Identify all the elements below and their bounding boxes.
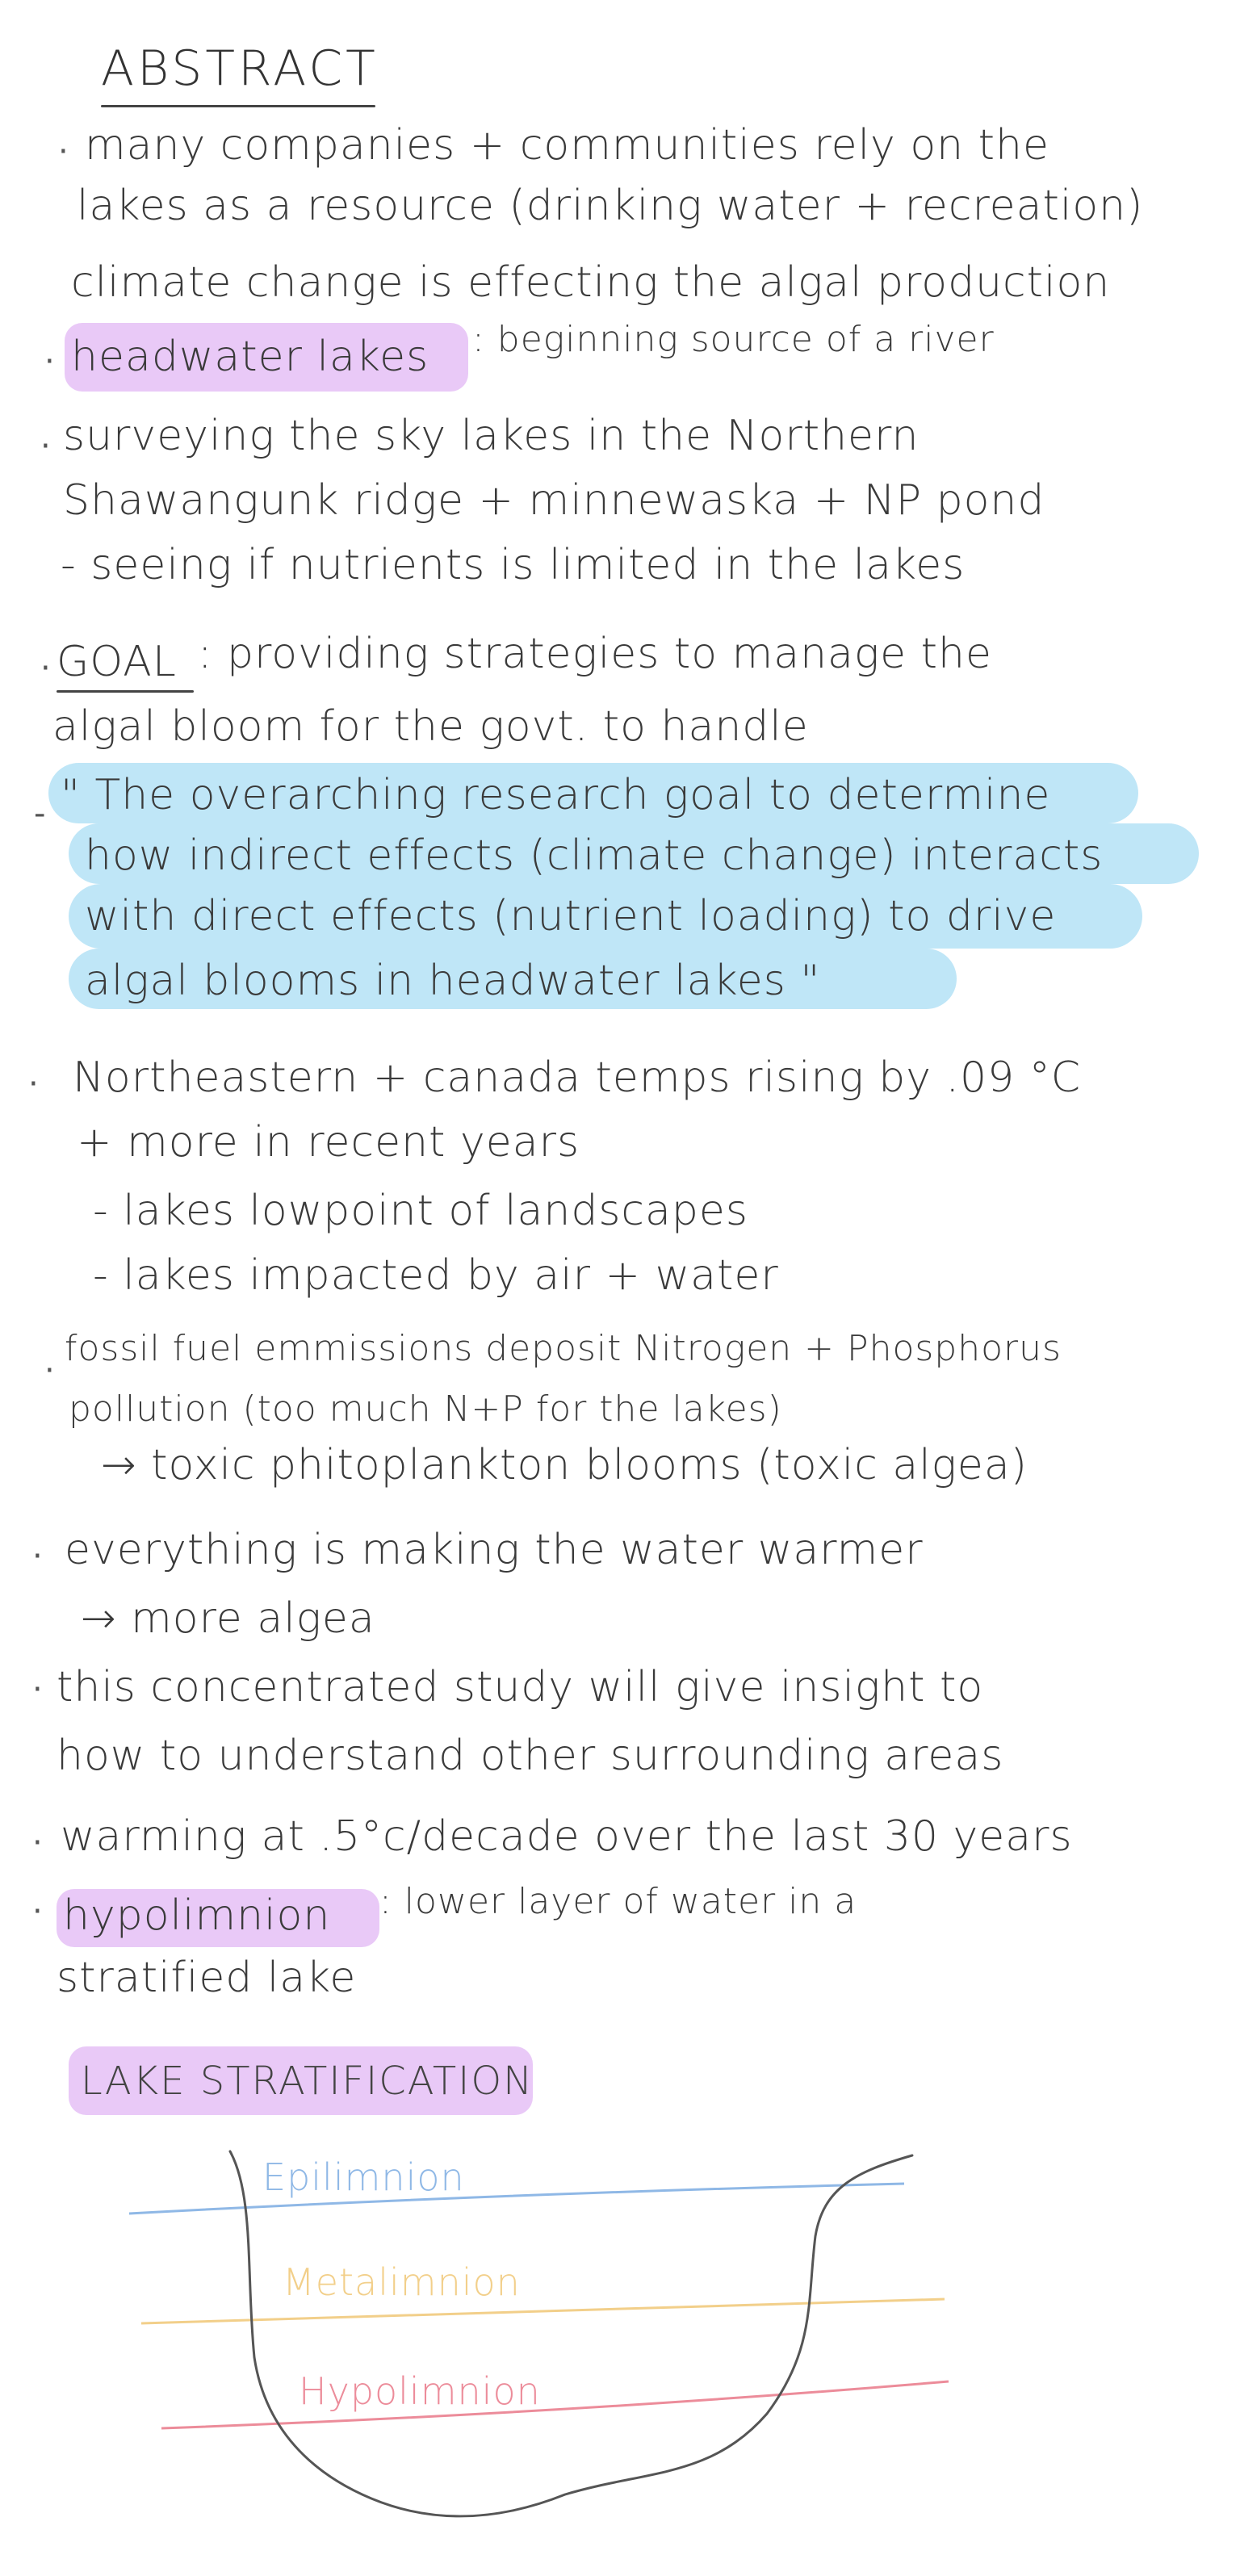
lake-basin-outline xyxy=(228,2150,914,2518)
note-line: everything is making the water warmer xyxy=(65,1526,924,1574)
note-line: Shawangunk ridge + minnewaska + NP pond xyxy=(63,476,1045,525)
note-line: + more in recent years xyxy=(77,1118,580,1167)
highlight-research-goal-3 xyxy=(69,884,1142,949)
note-line: : providing strategies to manage the xyxy=(198,630,992,678)
note-line: climate change is effecting the algal pr… xyxy=(71,258,1111,307)
bullet: · xyxy=(28,1066,39,1103)
highlighted-term: hypolimnion xyxy=(63,1891,331,1940)
note-line: pollution (too much N+P for the lakes) xyxy=(69,1389,782,1430)
note-line: fossil fuel emmissions deposit Nitrogen … xyxy=(65,1328,1062,1369)
note-line: how to understand other surrounding area… xyxy=(57,1732,1004,1780)
epilimnion-label: Epilimnion xyxy=(262,2155,465,2199)
title-underline xyxy=(101,105,375,107)
bullet: · xyxy=(32,1893,43,1930)
note-line: surveying the sky lakes in the Northern xyxy=(63,412,920,460)
stratification-title: LAKE STRATIFICATION xyxy=(81,2059,534,2104)
note-line: Northeastern + canada temps rising by .0… xyxy=(73,1053,1082,1102)
hypolimnion-label: Hypolimnion xyxy=(299,2369,541,2413)
goal-label: GOAL xyxy=(57,638,177,686)
bullet: · xyxy=(58,133,69,170)
bullet: - xyxy=(34,795,46,832)
note-line: warming at .5°c/decade over the last 30 … xyxy=(61,1812,1073,1861)
highlight-lake-stratification xyxy=(69,2046,533,2115)
highlight-research-goal-4 xyxy=(69,949,957,1009)
research-goal-quote: how indirect effects (climate change) in… xyxy=(85,831,1104,880)
note-line: lakes as a resource (drinking water + re… xyxy=(77,182,1144,230)
note-line: algal bloom for the govt. to handle xyxy=(52,702,809,751)
bullet: · xyxy=(44,1352,55,1389)
highlight-research-goal-1 xyxy=(48,763,1138,823)
metalimnion-line xyxy=(140,2297,945,2325)
note-line: - seeing if nutrients is limited in the … xyxy=(61,541,966,589)
bullet: · xyxy=(44,343,55,380)
research-goal-quote: with direct effects (nutrient loading) t… xyxy=(85,892,1057,940)
research-goal-quote: algal blooms in headwater lakes " xyxy=(85,957,821,1005)
note-line: : lower layer of water in a xyxy=(379,1881,857,1922)
bullet: · xyxy=(32,1538,43,1575)
metalimnion-label: Metalimnion xyxy=(283,2260,521,2304)
note-line: - lakes lowpoint of landscapes xyxy=(93,1187,748,1235)
goal-underline xyxy=(57,690,194,693)
highlighted-term: headwater lakes xyxy=(71,333,429,381)
note-line: stratified lake xyxy=(57,1954,357,2002)
note-line: many companies + communities rely on the xyxy=(85,121,1049,170)
epilimnion-line xyxy=(128,2182,905,2215)
note-line: this concentrated study will give insigh… xyxy=(57,1663,984,1711)
highlight-headwater-lakes xyxy=(65,323,468,392)
hypolimnion-line xyxy=(161,2380,949,2430)
bullet: · xyxy=(40,428,51,465)
note-line: - lakes impacted by air + water xyxy=(93,1251,779,1300)
bullet: · xyxy=(32,1824,43,1862)
note-line: → more algea xyxy=(81,1594,375,1643)
bullet: · xyxy=(40,650,51,687)
note-line: : beginning source of a river xyxy=(472,319,995,360)
highlight-hypolimnion xyxy=(57,1889,379,1947)
note-line: → toxic phitoplankton blooms (toxic alge… xyxy=(101,1441,1028,1489)
bullet: · xyxy=(32,1671,43,1708)
highlight-research-goal-2 xyxy=(69,823,1199,884)
research-goal-quote: " The overarching research goal to deter… xyxy=(61,771,1051,819)
page-title: ABSTRACT xyxy=(101,40,379,97)
